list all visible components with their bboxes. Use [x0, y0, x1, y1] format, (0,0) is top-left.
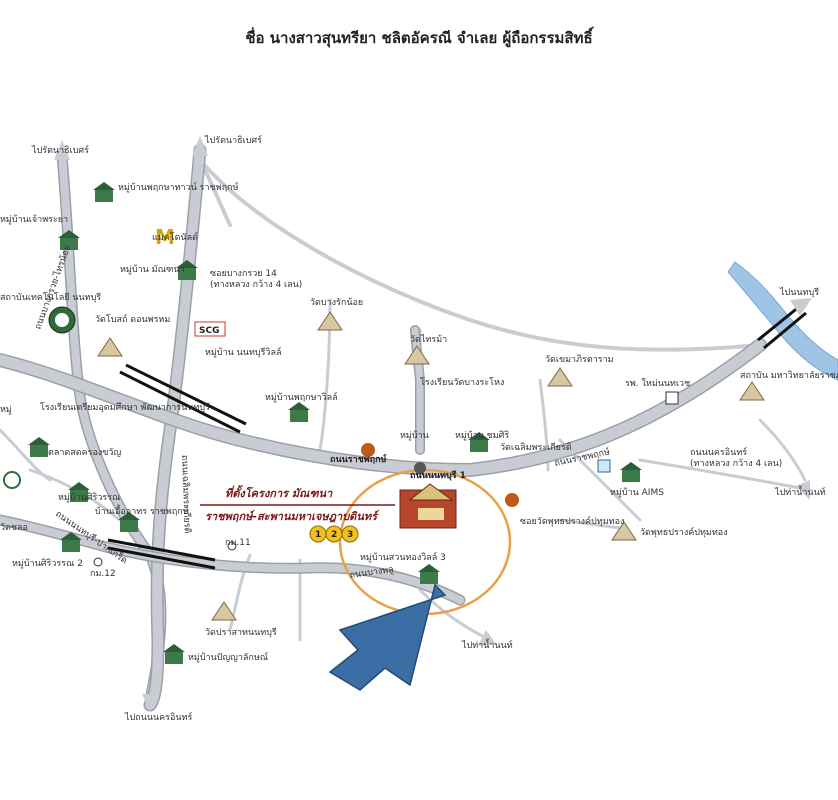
temple-icon: [547, 367, 573, 387]
label-km12: กม.12: [90, 569, 116, 579]
house-icon: [118, 512, 140, 532]
label-village-pakkret: หมู่บ้านปัญญาลักษณ์: [188, 651, 268, 663]
map-labels: ไปรัตนาธิเบศร์ ไปรัตนาธิเบศร์ ไปนนทบุรี …: [0, 134, 838, 723]
project-label-line1: ที่ตั้งโครงการ มัณฑนา: [225, 485, 333, 500]
school-icon: [597, 459, 611, 473]
temple-icon: [404, 345, 430, 365]
temple-icon: [97, 337, 123, 357]
temple-icon: [211, 601, 237, 621]
step-2: 2: [331, 530, 337, 540]
label-temple-phraphutthabat: วัดพุทธปรางค์ปทุมทอง: [640, 526, 728, 538]
shrine-icon: [361, 443, 375, 457]
label-to-chaophraya: ไปท่าน้ำนนท์: [774, 485, 826, 498]
temple-icon: [739, 381, 765, 401]
label-temple-sai: วัดไทรม้า: [410, 334, 447, 345]
label-road-top: ซอยบางกรวย 14: [210, 269, 277, 279]
label-village-pruksa: หมู่บ้านพฤกษาทาวน์ ราชพฤกษ์: [118, 181, 239, 193]
shrine-icon: [505, 493, 519, 507]
hospital-icon: [665, 391, 679, 405]
label-school: โรงเรียนวัดบางระโหง: [420, 377, 504, 388]
label-village-pruksa-2: หมู่บ้านศิริวรรณ: [58, 492, 120, 503]
house-icon: [68, 482, 90, 502]
label-temple-nak: วัดปราสาทนนทบุรี: [205, 627, 277, 638]
school-icon: [48, 306, 76, 334]
label-moo: หมู่: [0, 405, 12, 415]
project-label-line2: ราชพฤกษ์-สะพานมหาเจษฎาบดินทร์: [205, 510, 380, 523]
house-icon: [176, 260, 198, 280]
bridges: [107, 304, 807, 570]
label-to-pinklao: ไปถนนนครอินทร์: [124, 711, 192, 723]
label-temple-khemaphirataram: วัดเขมาภิรตาราม: [545, 354, 614, 365]
label-temple-chaloem: วัดเฉลิมพระเกียรติ: [500, 442, 572, 453]
label-road-top-sub: (ทางหลวง กว้าง 4 เลน): [210, 279, 302, 290]
house-icon: [163, 644, 185, 664]
label-village-green: หมู่บ้านสวนทองวิลล์ 3: [360, 551, 446, 563]
label-mcd: แมคโดนัลด์: [152, 231, 198, 243]
page-title: ชื่อ นางสาวสุนทรียา ชลิตอัครณี จำเลย ผู้…: [245, 29, 593, 47]
house-icon: [58, 230, 80, 250]
label-village-mueangthong: หมู่บ้าน มัณฑนา: [120, 264, 185, 275]
label-village-moobaan: หมู่บ้าน นนทบุรีวิลล์: [205, 346, 282, 358]
info-icon: [3, 471, 21, 489]
project-steps: 1 2 3: [309, 525, 359, 543]
step-1: 1: [315, 530, 321, 540]
label-road-nonthaburi-1: ถนนนนทบุรี 1: [410, 470, 466, 481]
house-icon: [28, 437, 50, 457]
map-pin-icon: [93, 557, 103, 567]
label-school-2: โรงเรียนเตรียมอุดมศึกษา พัฒนาการนนทบุรี: [40, 402, 210, 413]
label-to-chaophraya-2: ไปท่าน้ำนนท์: [461, 638, 513, 651]
label-to-nonthaburi: ไปนนทบุรี: [779, 287, 819, 298]
label-road-ratchaphruek: ถนนราชพฤกษ์: [330, 453, 387, 465]
house-icon: [468, 432, 490, 452]
label-market: ตลาดสดครองขวัญ: [48, 448, 121, 458]
label-hospital: รพ. ใหม่นนทเวช: [625, 378, 690, 389]
label-village-siriwan-2: หมู่บ้านศิริวรรณ 2: [12, 558, 83, 569]
label-road-side: ซอยวัดพุทธปรางค์ปทุมทอง: [520, 515, 624, 527]
house-icon: [418, 564, 440, 584]
project-building-icon: [399, 483, 457, 529]
mcdonalds-icon: M: [155, 225, 175, 249]
house-icon: [288, 402, 310, 422]
temple-icon: [611, 521, 637, 541]
label-bigc: หมู่บ้าน: [400, 430, 429, 441]
landmark-icons: M: [3, 182, 765, 664]
label-temple-bangrak: วัดบางรักน้อย: [310, 297, 363, 308]
label-to-rattanathibet-left: ไปรัตนาธิเบศร์: [31, 144, 89, 156]
label-school-nonthaburi: สถาบันเทคโนโลยี นนทบุรี: [0, 292, 101, 303]
step-3: 3: [347, 530, 353, 540]
label-km11: กม.11: [225, 538, 251, 548]
svg-text:M: M: [155, 225, 175, 249]
shrine-icon: [414, 462, 426, 474]
label-village-chaopraya: หมู่บ้านเจ้าพระยา: [0, 214, 68, 225]
label-moo-2: วัดชลอ: [0, 523, 28, 533]
label-to-rattanathibet-center: ไปรัตนาธิเบศร์: [204, 134, 262, 146]
house-icon: [93, 182, 115, 202]
label-temple-right: สถาบัน มหาวิทยาลัยราชภัฏ: [740, 370, 838, 381]
scg-icon: [194, 321, 226, 337]
location-arrow-icon: [328, 583, 447, 691]
label-road-right-sub: (ทางหลวง กว้าง 4 เลน): [690, 458, 782, 469]
house-icon: [620, 462, 642, 482]
label-road-chaloem: ถนนเฉลิมพระเกียรติ: [179, 455, 193, 534]
label-thai: หมู่บ้าน ชมศิริ: [455, 430, 509, 441]
label-temple-tonon: วัดโบสถ์ ดอนพรหม: [95, 313, 170, 325]
map-pin-icon: [227, 541, 237, 551]
label-village-aims: หมู่บ้าน AIMS: [610, 487, 664, 498]
road-arrows: [54, 136, 812, 712]
label-village-pleasant: หมู่บ้านพฤกษาวิลล์: [265, 391, 338, 403]
label-road-right: ถนนนครอินทร์: [690, 446, 747, 458]
label-scg: SCG: [199, 326, 219, 336]
label-village-baanthong: บ้านเอื้ออาทร ราชพฤกษ์: [95, 504, 189, 517]
house-icon: [60, 532, 82, 552]
temple-icon: [317, 311, 343, 331]
